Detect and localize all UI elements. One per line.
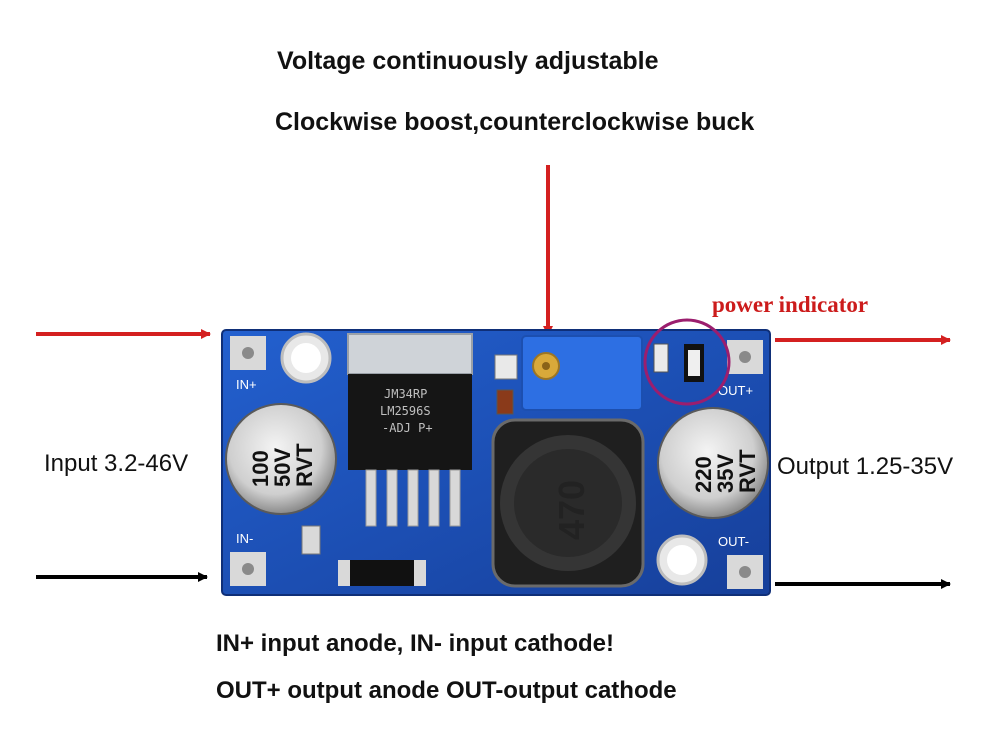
output-cap-line-1: 220 xyxy=(691,456,716,493)
pad-in-minus xyxy=(230,552,266,586)
inductor-marking: 470 xyxy=(551,480,592,540)
input-capacitor: 100 50V RVT xyxy=(225,403,337,515)
input-polarity-note: IN+ input anode, IN- input cathode! xyxy=(216,630,614,657)
pad-in-plus xyxy=(230,336,266,370)
chip-line-1: JM34RP xyxy=(384,387,427,401)
input-cap-line-2: 50V xyxy=(270,448,295,487)
headline-adjustable: Voltage continuously adjustable xyxy=(277,47,659,75)
power-indicator-label: power indicator xyxy=(712,292,869,317)
indicator-led-1 xyxy=(653,343,669,373)
silk-out-minus: OUT- xyxy=(718,534,749,549)
power-indicator-circle xyxy=(643,318,731,406)
chip-pins xyxy=(365,469,461,527)
mount-hole-top-inner xyxy=(291,343,321,373)
pad-out-plus xyxy=(727,340,763,374)
inductor: 470 xyxy=(491,418,645,588)
chip-line-2: LM2596S xyxy=(380,404,431,418)
smd-diode-pad-left xyxy=(338,560,350,586)
output-voltage-label: Output 1.25-35V xyxy=(777,453,954,480)
silk-out-plus: OUT+ xyxy=(718,383,753,398)
input-cap-line-1: 100 xyxy=(248,450,273,487)
potentiometer xyxy=(521,335,643,411)
output-cap-line-3: RVT xyxy=(735,449,760,493)
smd-resistor-3 xyxy=(301,525,321,555)
smd-diode-pad-right xyxy=(414,560,426,586)
smd-diode xyxy=(348,560,416,586)
silk-in-plus: IN+ xyxy=(236,377,257,392)
regulator-chip: JM34RP LM2596S -ADJ P+ xyxy=(347,333,473,470)
smd-resistor-2 xyxy=(496,389,514,415)
output-polarity-note: OUT+ output anode OUT-output cathode xyxy=(216,677,677,704)
input-voltage-label: Input 3.2-46V xyxy=(44,450,189,477)
headline-rotation: Clockwise boost,counterclockwise buck xyxy=(275,108,755,136)
mount-hole-bottom-inner xyxy=(667,545,697,575)
silk-in-minus: IN- xyxy=(236,531,253,546)
output-cap-line-2: 35V xyxy=(713,454,738,493)
output-capacitor: 220 35V RVT xyxy=(657,407,769,519)
input-cap-line-3: RVT xyxy=(292,443,317,487)
indicator-led-2-window xyxy=(688,350,700,376)
chip-line-3: -ADJ P+ xyxy=(382,421,433,435)
smd-resistor-1 xyxy=(494,354,518,380)
pad-out-minus xyxy=(727,555,763,589)
